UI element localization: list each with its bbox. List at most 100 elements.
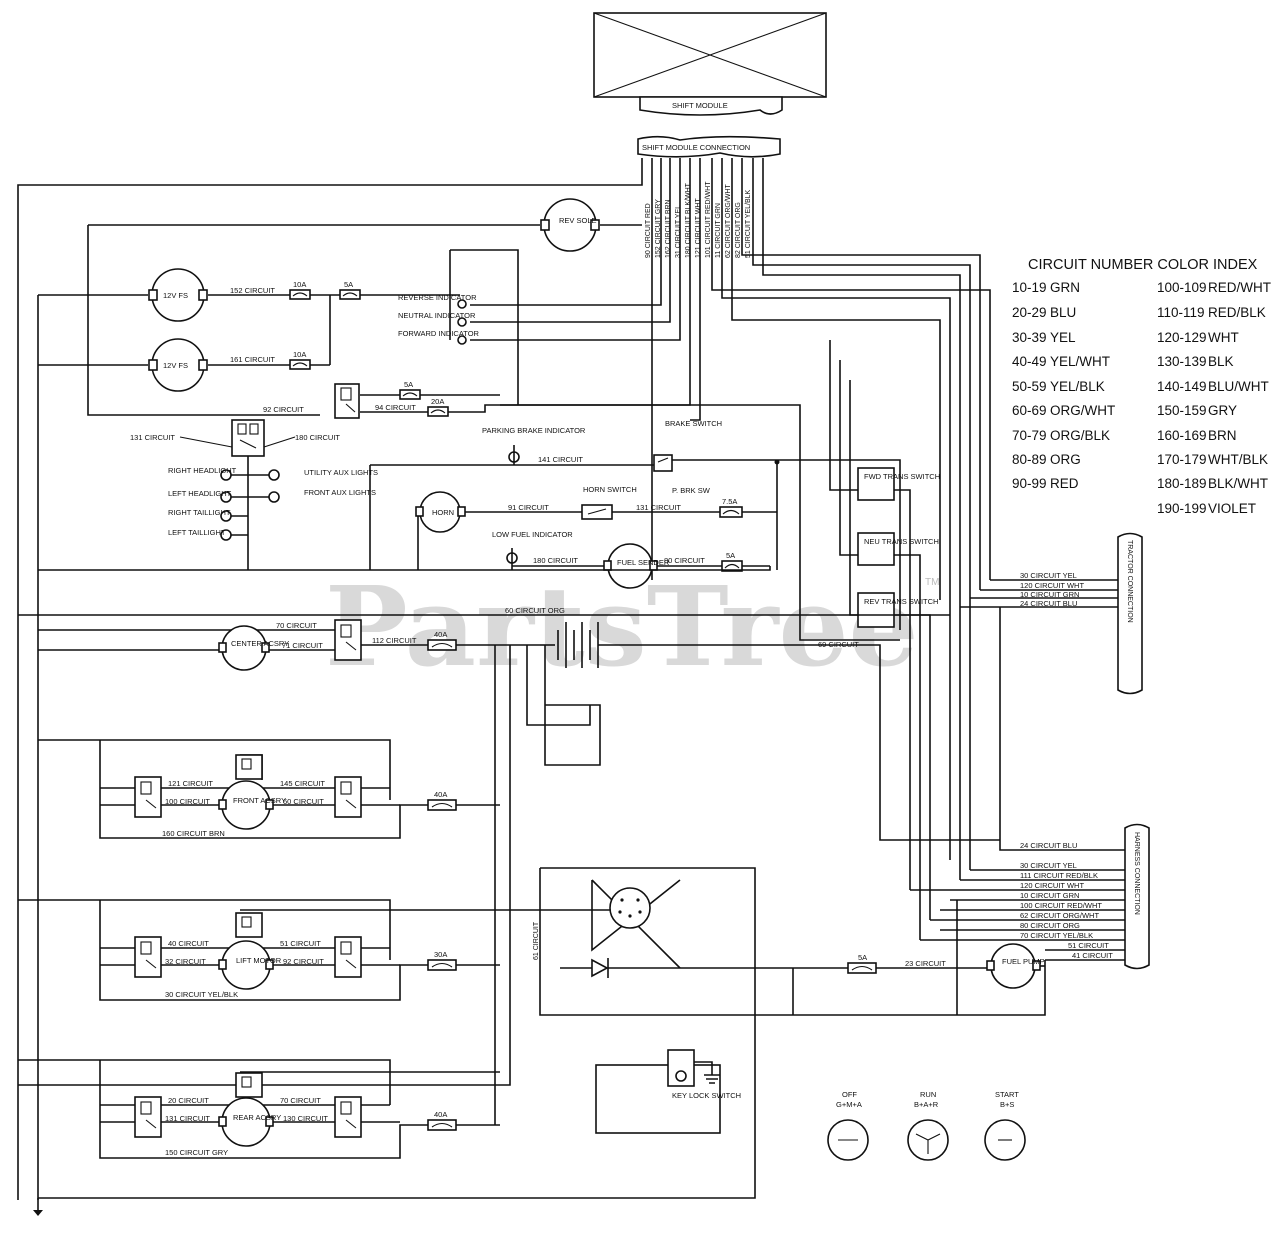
relay-rear-right [334, 1096, 362, 1138]
fuse-40a-2: 40A [427, 790, 457, 811]
fuse-40a-3-label: 40A [434, 1110, 447, 1119]
index-color-140: BLU/WHT [1208, 379, 1269, 394]
index-color-170: WHT/BLK [1208, 452, 1268, 467]
fuse-10a-1-label: 10A [293, 280, 306, 289]
index-color-20: BLU [1050, 305, 1076, 320]
index-range-10: 10-19 [1012, 280, 1047, 295]
index-color-90: RED [1050, 476, 1079, 491]
rear-circuit-131-label: 131 CIRCUIT [165, 1114, 210, 1123]
index-range-100: 100-109 [1157, 280, 1207, 295]
harness-top-wire-2: 120 CIRCUIT WHT [1020, 581, 1084, 590]
harness-bottom-wire-9: 70 CIRCUIT YEL/BLK [1020, 931, 1093, 940]
relay-lift-left [134, 936, 162, 978]
fuse-10a-2-label: 10A [293, 350, 306, 359]
circuit-92-label: 92 CIRCUIT [263, 405, 304, 414]
wire-label-4: 31 CIRCUIT YEL [675, 205, 682, 258]
index-color-180: BLK/WHT [1208, 476, 1268, 491]
relay-rear-left [134, 1096, 162, 1138]
fuse-5a-4-label: 5A [858, 953, 867, 962]
index-color-60: ORG/WHT [1050, 403, 1115, 418]
harness-connection: HARNESS CONNECTION [1124, 823, 1150, 970]
index-range-90: 90-99 [1012, 476, 1047, 491]
wire-label-5: 180 CIRCUIT BLK/WHT [685, 182, 692, 258]
ground-symbol [33, 1198, 43, 1216]
rev-sole: REV SOLE [540, 198, 600, 252]
front-circuit-60-label: 60 CIRCUIT [283, 797, 324, 806]
harness-bottom-wire-7: 62 CIRCUIT ORG/WHT [1020, 911, 1099, 920]
tractor-connection-label: TRACTOR CONNECTION [1126, 540, 1133, 623]
low-fuel-indicator-label: LOW FUEL INDICATOR [492, 530, 573, 539]
index-color-150: GRY [1208, 403, 1237, 418]
fuse-5a-1: 5A [339, 280, 361, 300]
center-acsry: CENTER ACSRY [218, 625, 289, 671]
key-off-label: OFF [842, 1090, 857, 1099]
index-range-150: 150-159 [1157, 403, 1207, 418]
p-brk-sw-label: P. BRK SW [672, 486, 711, 495]
wire-label-9: 62 CIRCUIT ORG/WHT [725, 184, 732, 258]
wire-label-7: 101 CIRCUIT RED/WHT [705, 181, 712, 258]
rear-circuit-70-label: 70 CIRCUIT [280, 1096, 321, 1105]
circuit-94-label: 94 CIRCUIT [375, 403, 416, 412]
circuit-180-label: 180 CIRCUIT [295, 433, 340, 442]
key-position-start: START B+S [984, 1090, 1026, 1161]
parking-brake-indicator: PARKING BRAKE INDICATOR [482, 426, 586, 465]
key-run-code: B+A+R [914, 1100, 939, 1109]
ignition-switch [591, 879, 681, 969]
neu-trans-switch-label: NEU TRANS SWITCH [864, 537, 939, 546]
wire-label-6: 121 CIRCUIT WHT [695, 198, 702, 258]
index-color-130: BLK [1208, 354, 1234, 369]
harness-top-wire-4: 24 CIRCUIT BLU [1020, 599, 1077, 608]
horn-switch: HORN SWITCH [581, 485, 637, 520]
harness-bottom-wire-2: 30 CIRCUIT YEL [1020, 861, 1077, 870]
wire-label-3: 162 CIRCUIT BRN [665, 199, 672, 258]
fuse-30a-label: 30A [434, 950, 447, 959]
circuit-60-label: 60 CIRCUIT ORG [505, 606, 565, 615]
fuse-5a-3: 5A [721, 551, 743, 572]
lift-circuit-92-label: 92 CIRCUIT [283, 957, 324, 966]
index-range-80: 80-89 [1012, 452, 1047, 467]
key-start-code: B+S [1000, 1100, 1014, 1109]
harness-bottom-wire-10: 51 CIRCUIT [1068, 941, 1109, 950]
tractor-connection: TRACTOR CONNECTION [1117, 532, 1143, 695]
motor-12v-2-label: 12V FS [163, 361, 188, 370]
circuit-180b-label: 180 CIRCUIT [533, 556, 578, 565]
brake-switch: BRAKE SWITCH P. BRK SW [653, 419, 722, 495]
relay-rear-top [235, 1072, 263, 1098]
rear-acsry-label: REAR ACSRY [233, 1113, 281, 1122]
connector-wire-bundle [17, 158, 991, 1200]
wire-label-2: 152 CIRCUIT GRY [655, 199, 662, 258]
low-fuel-indicator: LOW FUEL INDICATOR [492, 530, 573, 570]
lights: RIGHT HEADLIGHT LEFT HEADLIGHT RIGHT TAI… [168, 466, 378, 541]
circuit-23-label: 23 CIRCUIT [905, 959, 946, 968]
fuse-5a-2: 5A [399, 380, 421, 400]
harness-top-wire-3: 10 CIRCUIT GRN [1020, 590, 1079, 599]
fuse-7-5a: 7.5A [719, 497, 743, 518]
horn-switch-label: HORN SWITCH [583, 485, 637, 494]
front-acsry-label: FRONT ACSRY [233, 796, 286, 805]
parking-brake-indicator-label: PARKING BRAKE INDICATOR [482, 426, 586, 435]
horn: HORN [415, 491, 466, 533]
fuse-10a-2: 10A [289, 350, 311, 370]
fuse-5a-4: 5A [847, 953, 877, 974]
shift-module-label: SHIFT MODULE [672, 101, 728, 110]
circuit-91-label: 91 CIRCUIT [508, 503, 549, 512]
lift-circuit-40-label: 40 CIRCUIT [168, 939, 209, 948]
circuit-112-label: 112 CIRCUIT [372, 636, 417, 645]
index-color-100: RED/WHT [1208, 280, 1271, 295]
index-range-40: 40-49 [1012, 354, 1047, 369]
wire-label-1: 90 CIRCUIT RED [645, 203, 652, 258]
front-circuit-100-label: 100 CIRCUIT [165, 797, 210, 806]
fuse-7-5a-label: 7.5A [722, 497, 737, 506]
right-taillight-label: RIGHT TAILLIGHT [168, 508, 231, 517]
fuse-40a-3: 40A [427, 1110, 457, 1131]
harness-bottom-wire-8: 80 CIRCUIT ORG [1020, 921, 1080, 930]
lift-motor: LIFT MOTOR [218, 940, 282, 990]
left-taillight-label: LEFT TAILLIGHT [168, 528, 226, 537]
fuse-40a-1-label: 40A [434, 630, 447, 639]
reverse-indicator-label: REVERSE INDICATOR [398, 293, 477, 302]
motor-12v-2: 12V FS [148, 338, 208, 392]
front-acsry: FRONT ACSRY [218, 780, 286, 830]
circuit-141-label: 141 CIRCUIT [538, 455, 583, 464]
index-color-10: GRN [1050, 280, 1080, 295]
